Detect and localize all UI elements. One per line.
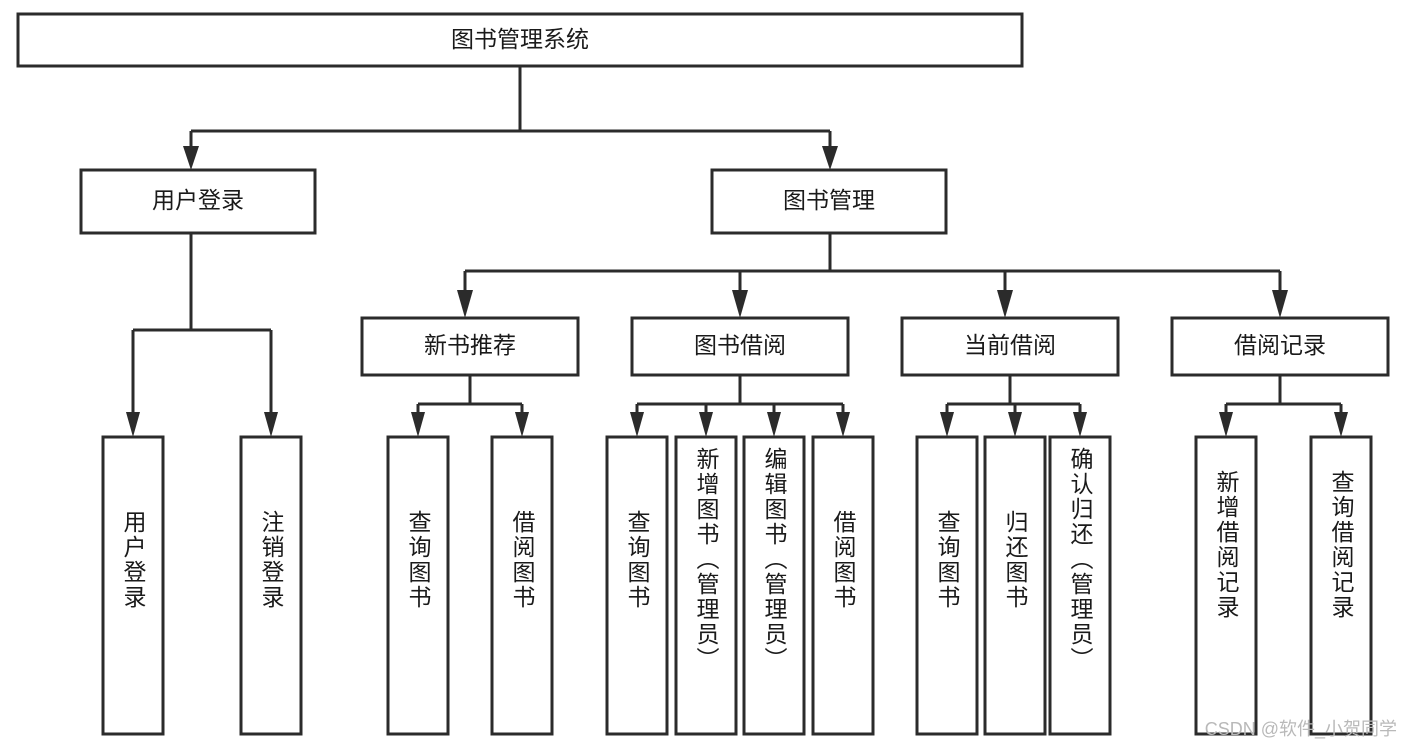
node-new-book-recommend-label: 新书推荐 [424,332,516,358]
node-user-login-box[interactable] [79,168,317,235]
arrowhead-leaf-add-record [1219,412,1233,437]
node-root[interactable]: 图书管理系统 [16,12,1024,68]
arrowhead-new-book-recommend [457,290,473,318]
arrowhead-leaf-query-record [1334,412,1348,437]
arrowhead-borrow-record [1272,290,1288,318]
node-book-borrow[interactable]: 图书借阅 [630,316,850,377]
node-leaf-borrow-book-2[interactable]: 借阅图书 [811,435,875,736]
node-user-login-label: 用户登录 [152,187,244,213]
node-leaf-logout-login-label: 注销登录 [258,510,285,610]
node-borrow-record[interactable]: 借阅记录 [1170,316,1390,377]
node-leaf-edit-book-label: 编辑图书（管理员） [761,447,788,672]
node-current-borrow-label: 当前借阅 [964,332,1056,358]
node-book-manage-box[interactable] [710,168,948,235]
arrowhead-book-manage [822,146,838,170]
arrowhead-leaf-borrow-book-2 [836,412,850,437]
arrowhead-leaf-add-book [699,412,713,437]
node-book-manage[interactable]: 图书管理 [710,168,948,235]
arrowhead-leaf-edit-book [767,412,781,437]
node-leaf-query-book-2-box[interactable] [605,435,669,736]
node-leaf-return-book-label: 归还图书 [1002,510,1029,610]
node-leaf-query-book-3-box[interactable] [915,435,979,736]
node-leaf-user-login-label: 用户登录 [120,510,147,610]
arrowhead-book-borrow [732,290,748,318]
node-leaf-return-book-box[interactable] [983,435,1047,736]
node-leaf-add-book-box[interactable] [674,435,738,736]
node-current-borrow[interactable]: 当前借阅 [900,316,1120,377]
node-new-book-recommend[interactable]: 新书推荐 [360,316,580,377]
arrowhead-leaf-borrow-book-1 [515,412,529,437]
node-leaf-query-book-3[interactable]: 查询图书 [915,435,979,736]
node-book-manage-label: 图书管理 [783,187,875,213]
arrowhead-leaf-logout-login [264,412,278,437]
node-leaf-query-record-box[interactable] [1309,435,1373,736]
node-leaf-query-book-2[interactable]: 查询图书 [605,435,669,736]
node-leaf-edit-book[interactable]: 编辑图书（管理员） [742,435,806,736]
node-leaf-logout-login[interactable]: 注销登录 [239,435,303,736]
node-leaf-add-book[interactable]: 新增图书（管理员） [674,435,738,736]
node-leaf-add-record-box[interactable] [1194,435,1258,736]
node-leaf-borrow-book-2-box[interactable] [811,435,875,736]
arrowhead-leaf-query-book-3 [940,412,954,437]
node-leaf-query-book-3-label: 查询图书 [934,510,961,610]
node-leaf-query-book-2-label: 查询图书 [624,510,651,610]
node-root-box[interactable] [16,12,1024,68]
node-leaf-add-book-label: 新增图书（管理员） [693,447,720,672]
arrowhead-leaf-user-login [126,412,140,437]
node-leaf-query-record-label: 查询借阅记录 [1328,470,1355,620]
node-leaf-query-book-1-box[interactable] [386,435,450,736]
arrowhead-user-login [183,146,199,170]
node-leaf-logout-login-box[interactable] [239,435,303,736]
node-leaf-borrow-book-2-label: 借阅图书 [830,510,857,610]
node-leaf-return-book[interactable]: 归还图书 [983,435,1047,736]
node-leaf-edit-book-box[interactable] [742,435,806,736]
arrowhead-current-borrow [997,290,1013,318]
node-leaf-borrow-book-1[interactable]: 借阅图书 [490,435,554,736]
node-book-borrow-label: 图书借阅 [694,332,786,358]
arrowhead-leaf-return-book [1008,412,1022,437]
node-root-label: 图书管理系统 [451,26,589,52]
node-leaf-query-record[interactable]: 查询借阅记录 [1309,435,1373,736]
node-leaf-borrow-book-1-label: 借阅图书 [509,510,536,610]
node-leaf-add-record-label: 新增借阅记录 [1213,470,1240,620]
node-leaf-borrow-book-1-box[interactable] [490,435,554,736]
node-leaf-query-book-1[interactable]: 查询图书 [386,435,450,736]
node-leaf-user-login[interactable]: 用户登录 [101,435,165,736]
node-leaf-add-record[interactable]: 新增借阅记录 [1194,435,1258,736]
node-new-book-recommend-box[interactable] [360,316,580,377]
node-leaf-query-book-1-label: 查询图书 [405,510,432,610]
node-borrow-record-label: 借阅记录 [1234,332,1326,358]
node-leaf-confirm-return-label: 确认归还（管理员） [1067,447,1094,672]
node-current-borrow-box[interactable] [900,316,1120,377]
arrowhead-leaf-query-book-2 [630,412,644,437]
node-borrow-record-box[interactable] [1170,316,1390,377]
node-leaf-confirm-return-box[interactable] [1048,435,1112,736]
node-user-login[interactable]: 用户登录 [79,168,317,235]
edges-layer [126,66,1348,437]
node-book-borrow-box[interactable] [630,316,850,377]
arrowhead-leaf-query-book-1 [411,412,425,437]
node-leaf-user-login-box[interactable] [101,435,165,736]
node-leaf-confirm-return[interactable]: 确认归还（管理员） [1048,435,1112,736]
arrowhead-leaf-confirm-return [1073,412,1087,437]
